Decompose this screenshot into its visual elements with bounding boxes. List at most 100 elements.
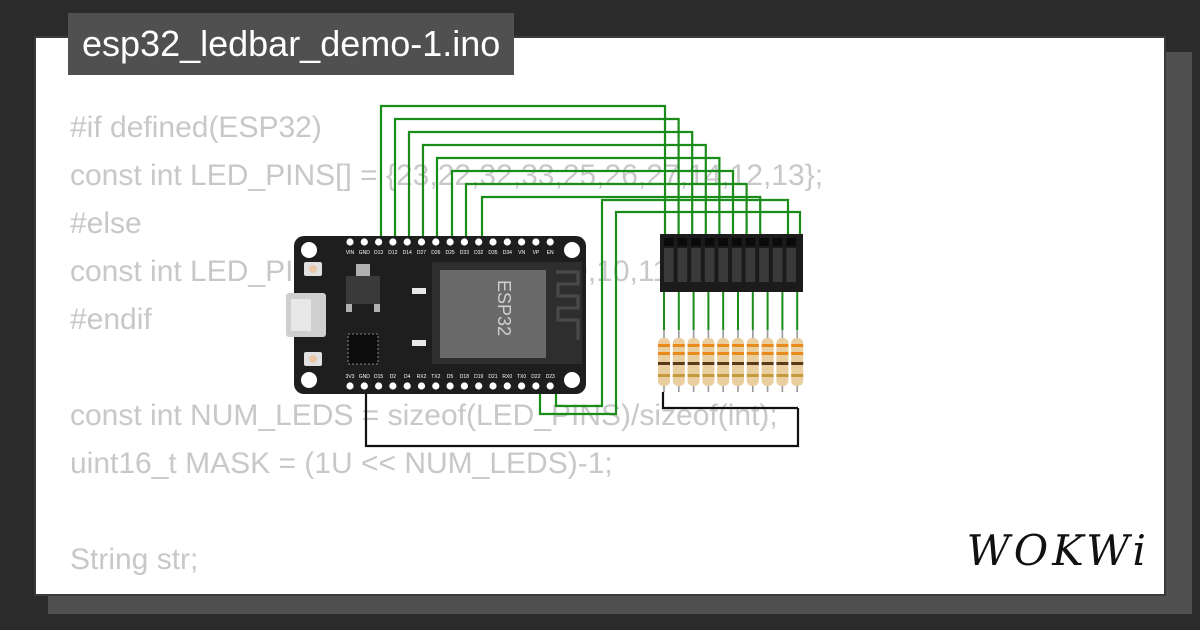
pin-label: D5	[447, 374, 454, 380]
pin-label: TX2	[431, 374, 440, 380]
resistor-band	[672, 344, 685, 347]
board-pin	[503, 382, 511, 390]
resistor-band	[746, 362, 759, 365]
resistor-band	[702, 374, 715, 377]
pin-label: D26	[431, 250, 440, 256]
signal-wire	[450, 169, 735, 240]
chip-label: ESP32	[494, 280, 514, 336]
resistor-band	[791, 344, 804, 347]
pin-label: D35	[488, 250, 497, 256]
resistor-band	[658, 352, 670, 355]
preview-card: #if defined(ESP32) const int LED_PINS[] …	[34, 36, 1166, 596]
resistor-band	[717, 352, 730, 355]
led-segment	[718, 248, 728, 282]
pin-label: D33	[460, 250, 469, 256]
board-pin	[375, 238, 383, 246]
board-pin	[360, 238, 368, 246]
resistor-band	[746, 374, 759, 377]
pin-label: D2	[390, 374, 397, 380]
signal-wires	[379, 104, 802, 416]
resistor-band	[702, 344, 715, 347]
code-line: uint16_t MASK = (1U << NUM_LEDS)-1;	[70, 447, 613, 480]
pin-label: VIN	[346, 250, 355, 256]
board-pin	[417, 238, 426, 246]
led-segment	[664, 248, 674, 282]
resistor-band	[687, 352, 700, 355]
pin-label: RX0	[502, 374, 512, 380]
signal-wire-d23	[554, 198, 790, 408]
board-pin	[389, 382, 397, 390]
board-pin	[375, 382, 383, 390]
board-pin	[446, 238, 454, 246]
board-pin	[346, 238, 354, 246]
resistor-band	[746, 344, 759, 347]
pin-label: D25	[446, 250, 455, 256]
pin-label: D4	[404, 374, 411, 380]
led-pin-top	[718, 238, 728, 246]
led-bar-graph	[660, 234, 803, 292]
code-line: #else	[70, 207, 142, 240]
signal-wire-d22	[538, 210, 802, 416]
board-pin	[460, 382, 468, 390]
pin-label: TX0	[517, 374, 526, 380]
resistor-band	[672, 362, 685, 365]
led-pin-top	[772, 238, 783, 246]
led-segment	[732, 248, 742, 282]
board-pin	[417, 382, 426, 390]
led-pin-top	[759, 238, 769, 246]
resistor-band	[658, 362, 670, 365]
board-pin	[532, 238, 540, 246]
pin-label: D13	[374, 250, 383, 256]
pin-label: VN	[518, 250, 525, 256]
resistor-band	[776, 362, 789, 365]
resistor-band	[658, 374, 670, 377]
file-name: esp32_ledbar_demo-1.ino	[68, 13, 515, 75]
board-pin	[532, 382, 540, 390]
resistor-band	[776, 352, 789, 355]
signal-wire	[407, 130, 694, 240]
resistor-band	[732, 352, 744, 355]
led-pin-top	[786, 238, 796, 246]
resistor-band	[732, 374, 744, 377]
signal-wire	[379, 104, 667, 240]
board-pin	[432, 382, 440, 390]
pin-label: D14	[403, 250, 412, 256]
resistor-band	[687, 374, 700, 377]
signal-wire	[393, 117, 680, 240]
pin-label: D22	[531, 374, 540, 380]
pin-label: D12	[388, 250, 397, 256]
led-pin-top	[732, 238, 742, 246]
led-segment	[677, 248, 688, 282]
resistor-band	[717, 344, 730, 347]
resistor-band	[761, 362, 774, 365]
resistor-band	[761, 352, 774, 355]
led-segment	[772, 248, 783, 282]
resistor-band	[776, 344, 789, 347]
pin-label: 3V3	[346, 374, 355, 380]
board-pin	[489, 238, 497, 246]
ground-bus-wire	[661, 392, 798, 410]
pin-label: D19	[474, 374, 483, 380]
resistor-band	[791, 374, 804, 377]
resistor-band	[732, 362, 744, 365]
antenna-trace	[556, 270, 580, 340]
ground-wire	[364, 385, 800, 448]
board-pin	[389, 238, 397, 246]
resistor-band	[791, 352, 804, 355]
pin-label: D32	[474, 250, 483, 256]
board-pin	[546, 382, 554, 390]
led-segment	[704, 248, 715, 282]
pin-label: D23	[546, 374, 555, 380]
board-pin	[403, 238, 411, 246]
resistor-band	[732, 344, 744, 347]
resistor-band	[746, 352, 759, 355]
led-segment	[759, 248, 769, 282]
board-pin	[360, 382, 368, 390]
code-line: #if defined(ESP32)	[70, 111, 322, 144]
pin-label: D18	[460, 374, 469, 380]
resistor-band	[687, 344, 700, 347]
signal-wire	[480, 195, 762, 240]
